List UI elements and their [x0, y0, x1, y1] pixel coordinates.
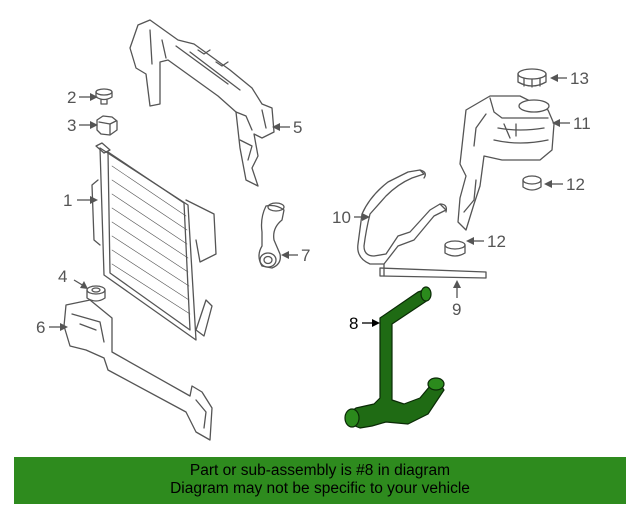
hose-part-10	[357, 169, 448, 265]
callout-3: 3	[67, 116, 77, 135]
leader-9	[453, 280, 461, 298]
callout-2: 2	[67, 88, 77, 107]
leader-12-lower	[466, 237, 484, 245]
leader-3	[79, 121, 98, 129]
parts-diagram	[49, 19, 570, 441]
leader-11	[552, 119, 570, 127]
plug-part-2	[95, 88, 113, 105]
hose-part-7	[258, 202, 285, 269]
leader-8	[362, 319, 380, 327]
lower-support-part-6	[63, 299, 213, 441]
hose-part-8-highlighted	[344, 286, 445, 429]
leader-13	[550, 74, 567, 82]
callout-13: 13	[570, 69, 589, 88]
grommet-part-4	[86, 285, 106, 302]
callout-12-upper: 12	[566, 175, 585, 194]
leader-2	[79, 93, 98, 101]
leader-5	[272, 123, 290, 131]
bushing-part-3	[96, 115, 118, 136]
leader-1	[77, 196, 98, 204]
callout-4: 4	[58, 267, 68, 286]
cap-part-12-upper	[522, 175, 542, 191]
callout-10: 10	[332, 208, 351, 227]
leader-10	[354, 213, 370, 221]
leader-7	[281, 251, 298, 259]
leader-12-upper	[544, 180, 563, 188]
bracket-part-5	[129, 19, 275, 187]
callout-9: 9	[452, 300, 462, 319]
radiator-part-1	[91, 142, 217, 341]
cap-part-12-lower	[444, 240, 466, 257]
callout-6: 6	[36, 318, 46, 337]
callout-7: 7	[301, 246, 311, 265]
callout-11: 11	[573, 114, 591, 133]
leader-6	[49, 323, 68, 331]
leader-4	[73, 279, 88, 289]
callout-5: 5	[293, 118, 303, 137]
pipe-part-9	[375, 257, 487, 279]
callout-8: 8	[349, 314, 359, 333]
callout-12-lower: 12	[487, 232, 506, 251]
filler-cap-part-13	[517, 68, 547, 88]
banner-line-part-info: Part or sub-assembly is #8 in diagram	[189, 462, 451, 479]
banner-line-disclaimer: Diagram may not be specific to your vehi…	[170, 480, 470, 497]
callout-1: 1	[63, 191, 73, 210]
info-banner: Part or sub-assembly is #8 in diagram Di…	[14, 457, 626, 504]
reservoir-part-11	[457, 95, 555, 231]
